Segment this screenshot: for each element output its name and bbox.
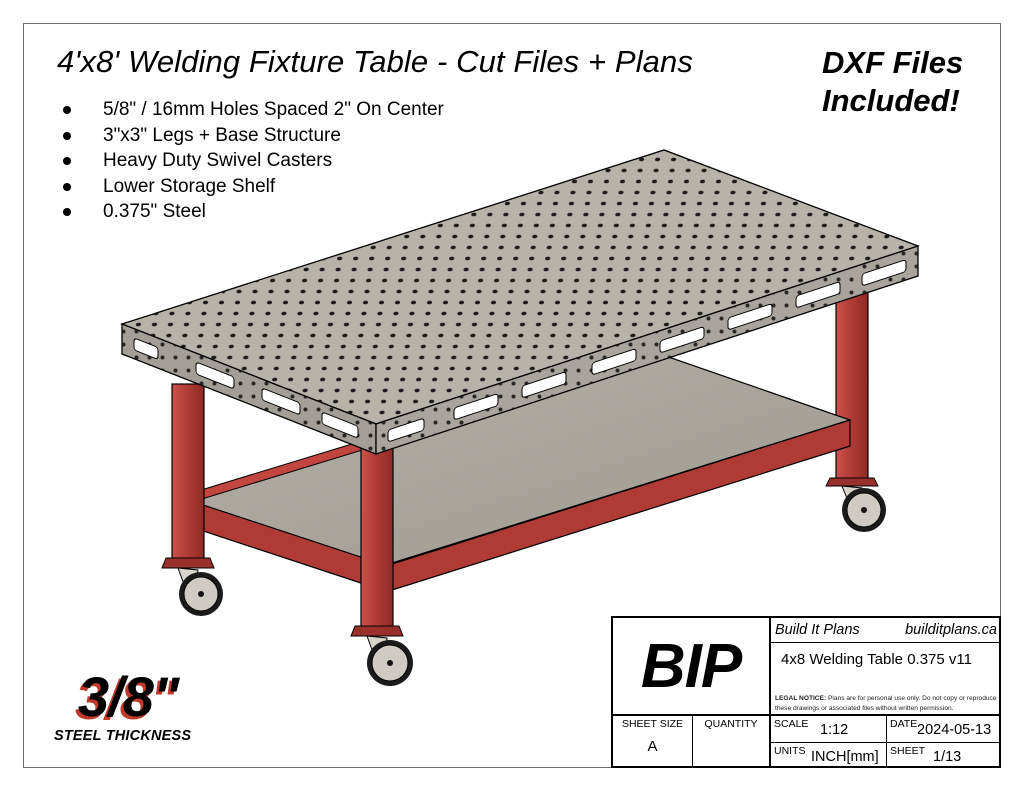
quantity-label: QUANTITY [704, 718, 758, 730]
sheet-label: SHEET [890, 745, 926, 757]
feature-text: 3"x3" Legs + Base Structure [103, 124, 341, 146]
drawing-border [23, 23, 1001, 768]
thickness-label: STEEL THICKNESS [54, 728, 192, 744]
date-value: 2024-05-13 [917, 722, 992, 738]
dxf-callout: DXF Files Included! [822, 44, 963, 120]
thickness-value: 3/8" [78, 665, 179, 728]
page-title: 4'x8' Welding Fixture Table - Cut Files … [57, 44, 693, 79]
rear-right-leg [825, 289, 879, 487]
sheet-size-value: A [647, 738, 658, 755]
bullet-icon [63, 182, 71, 191]
legal-notice: LEGAL NOTICE: Plans are for personal use… [775, 694, 999, 714]
front-left-leg [161, 383, 215, 569]
units-cell: UNITS INCH[mm] [771, 743, 887, 768]
units-value: INCH[mm] [811, 749, 879, 765]
feature-item: Heavy Duty Swivel Casters [60, 148, 444, 174]
feature-text: Lower Storage Shelf [103, 175, 276, 197]
scale-label: SCALE [774, 718, 809, 730]
feature-item: 0.375" Steel [60, 199, 444, 225]
caster-wheel [177, 567, 223, 616]
sheet-size-label: SHEET SIZE [621, 718, 684, 730]
company-name: Build It Plans [775, 622, 860, 638]
feature-item: 5/8" / 16mm Holes Spaced 2" On Center [60, 97, 444, 123]
drawing-name: 4x8 Welding Table 0.375 v11 [781, 651, 972, 668]
bullet-icon [63, 157, 71, 165]
feature-text: 0.375" Steel [103, 201, 206, 222]
logo: BIP [613, 618, 771, 716]
scale-value: 1:12 [820, 722, 849, 738]
front-center-leg [350, 445, 404, 637]
feature-text: 5/8" / 16mm Holes Spaced 2" On Center [103, 99, 444, 120]
quantity-cell: QUANTITY [693, 716, 771, 768]
drawing-name-cell: 4x8 Welding Table 0.375 v11 LEGAL NOTICE… [771, 643, 1001, 716]
sheet-size-cell: SHEET SIZE A [613, 716, 693, 768]
dxf-callout-line2: Included! [822, 83, 960, 118]
tabletop [120, 149, 920, 455]
company-website: builditplans.ca [905, 622, 997, 638]
company-row: Build It Plans builditplans.ca [771, 618, 1001, 643]
caster-wheel [841, 485, 886, 532]
legal-notice-label: LEGAL NOTICE: [775, 695, 827, 702]
scale-cell: SCALE 1:12 [771, 716, 887, 743]
bullet-icon [63, 131, 71, 140]
date-cell: DATE 2024-05-13 [887, 716, 1001, 743]
feature-text: Heavy Duty Swivel Casters [103, 150, 333, 171]
units-label: UNITS [774, 745, 806, 757]
sheet-value: 1/13 [933, 749, 962, 765]
feature-list: 5/8" / 16mm Holes Spaced 2" On Center 3"… [60, 97, 444, 225]
date-label: DATE [890, 718, 918, 730]
caster-wheel [366, 635, 413, 686]
feature-item: 3"x3" Legs + Base Structure [60, 123, 444, 149]
dxf-callout-line1: DXF Files [822, 45, 964, 80]
title-block: BIP Build It Plans builditplans.ca 4x8 W… [611, 616, 1001, 768]
bullet-icon [63, 106, 71, 114]
sheet-cell: SHEET 1/13 [887, 743, 1001, 768]
feature-item: Lower Storage Shelf [60, 174, 444, 200]
bullet-icon [63, 208, 71, 216]
legal-notice-text: Plans are for personal use only. Do not … [775, 695, 997, 712]
